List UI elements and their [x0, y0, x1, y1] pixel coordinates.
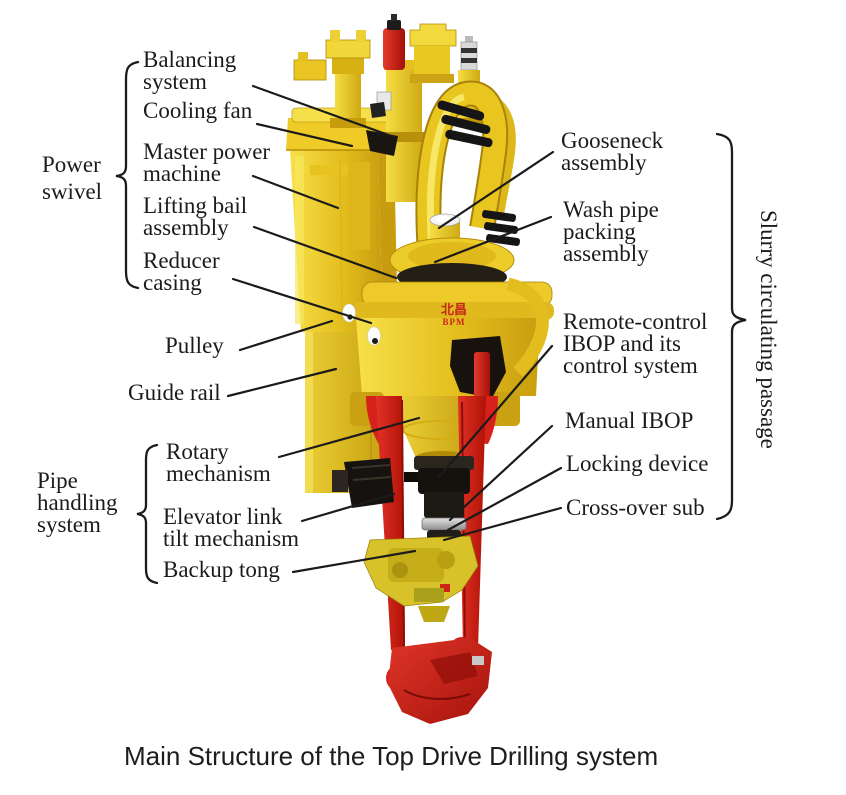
balancing-system-cylinders — [293, 30, 371, 128]
brace-slurry-passage — [715, 132, 747, 521]
leader-reducer-casing — [231, 277, 373, 325]
leader-balancing-system — [251, 84, 396, 139]
label-manual-ibop: Manual IBOP — [565, 408, 694, 433]
brace-power-swivel — [115, 60, 140, 290]
leader-pulley — [238, 319, 334, 352]
leader-lines — [226, 84, 563, 574]
brace-pipe-handling — [136, 443, 159, 585]
right-tower — [409, 23, 457, 83]
label-pipe-handling-system: Pipe handling system — [37, 468, 118, 537]
leader-cooling-fan — [255, 122, 354, 148]
hose-clamps — [437, 100, 521, 246]
machine-brand-marking: 北昌 BPM — [441, 302, 468, 327]
leader-lifting-bail — [252, 225, 398, 280]
label-power-swivel: Power swivel — [42, 152, 103, 204]
leader-rotary-mechanism — [277, 416, 421, 459]
leader-manual-ibop — [448, 424, 554, 522]
top-red-valve — [383, 14, 405, 70]
leader-gooseneck — [437, 150, 555, 230]
backup-tong-assembly — [363, 535, 479, 622]
elevator — [386, 637, 492, 724]
label-cross-over-sub: Cross-over sub — [566, 495, 705, 520]
label-locking-device: Locking device — [566, 451, 709, 476]
leader-backup-tong — [291, 549, 417, 574]
leader-cross-over-sub — [442, 506, 563, 542]
label-backup-tong: Backup tong — [163, 557, 280, 582]
figure-caption: Main Structure of the Top Drive Drilling… — [124, 741, 659, 771]
label-cooling-fan: Cooling fan — [143, 98, 253, 123]
leader-elevator-tilt — [300, 492, 396, 523]
machine-body — [286, 14, 554, 724]
leader-wash-pipe — [433, 215, 553, 264]
label-slurry-circulating-passage: Slurry circulating passage — [756, 210, 781, 449]
label-guide-rail: Guide rail — [128, 380, 221, 405]
link-tilt-mechanism — [332, 458, 394, 508]
label-pulley: Pulley — [165, 333, 224, 358]
leader-remote-ibop — [436, 344, 554, 480]
leader-locking-device — [446, 466, 563, 532]
braces — [115, 60, 747, 585]
leader-guide-rail — [226, 367, 338, 398]
leader-master-power — [251, 174, 340, 210]
